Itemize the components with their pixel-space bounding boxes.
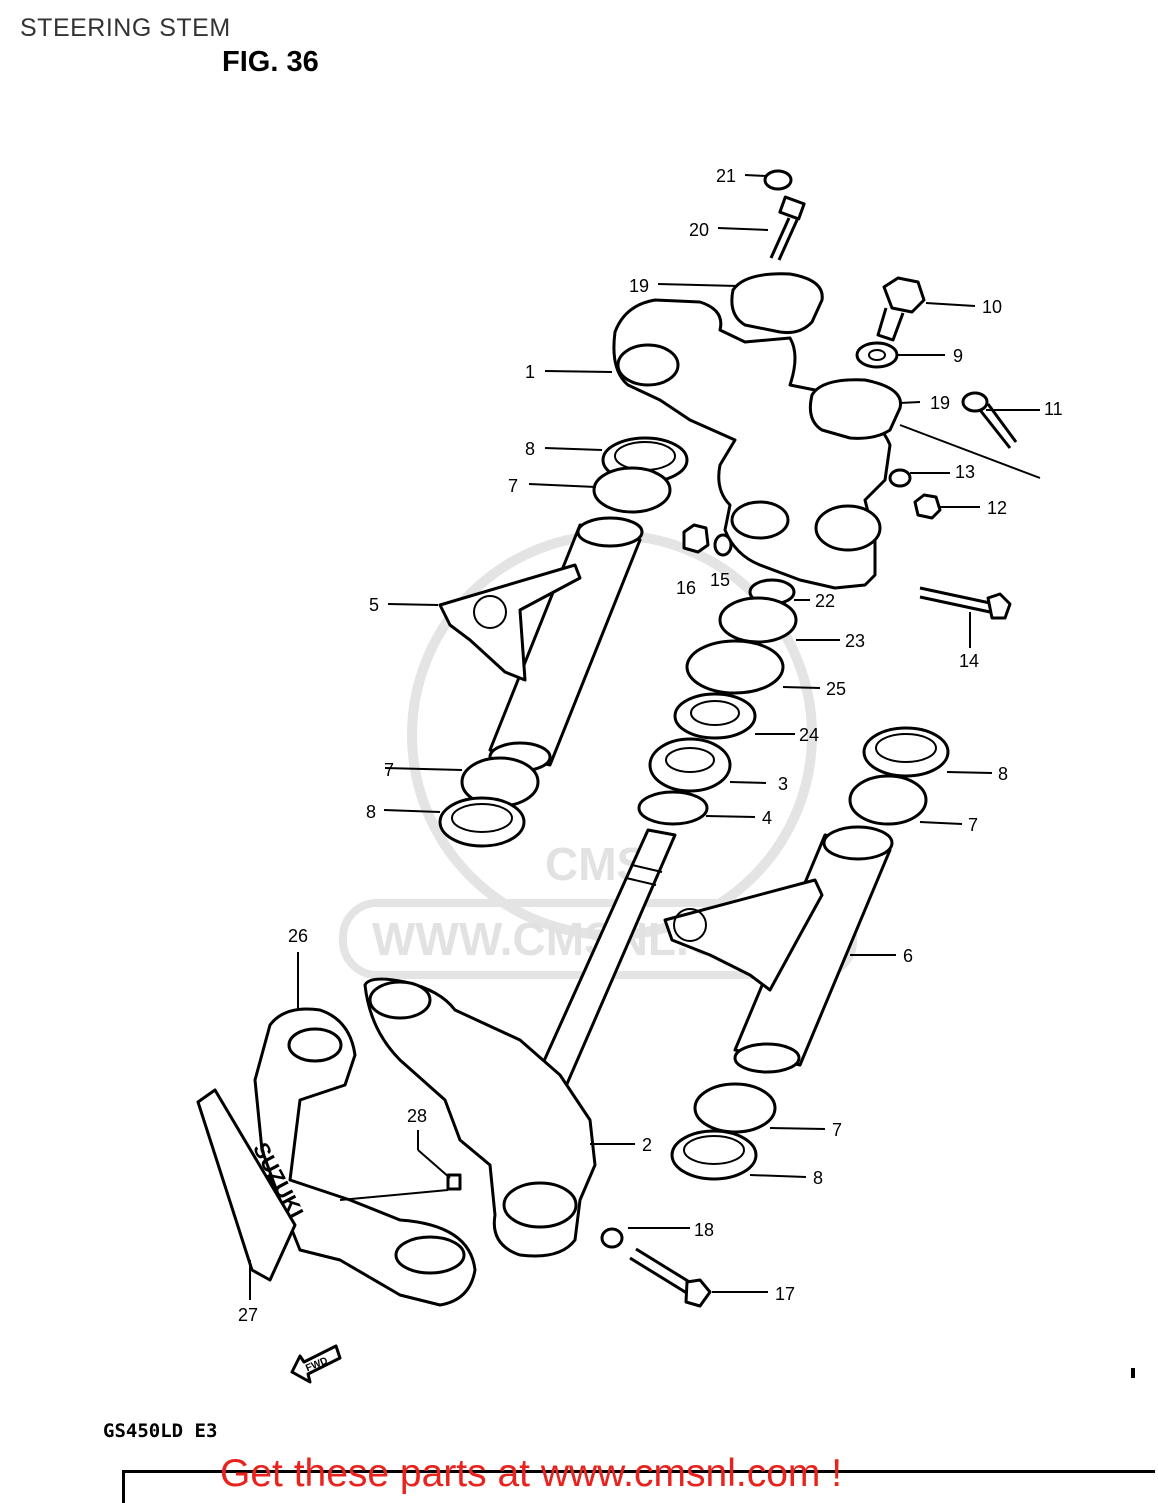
footer-link[interactable]: Get these parts at www.cmsnl.com ! <box>220 1452 843 1495</box>
model-code: GS450LD E3 <box>103 1420 218 1442</box>
part-15-washer <box>713 533 733 557</box>
part-11-bolt <box>961 391 1018 449</box>
part-10-bolt <box>876 276 926 342</box>
part-8-seal-right <box>862 726 950 778</box>
callout-12: 12 <box>987 498 1007 518</box>
callout-8-bottom: 8 <box>813 1168 823 1188</box>
callouts: 21 20 19 10 9 1 19 11 8 7 13 12 16 15 22… <box>238 166 1063 1325</box>
callout-6: 6 <box>903 946 913 966</box>
callout-7-right: 7 <box>968 815 978 835</box>
part-19-upper-holder <box>730 272 824 334</box>
callout-20: 20 <box>689 220 709 240</box>
next-section-strip <box>122 1470 1155 1503</box>
fwd-arrow-icon: FWD <box>290 1344 342 1384</box>
part-6-lamp-bracket <box>663 825 894 1074</box>
part-26-fork-brace <box>253 1007 477 1307</box>
callout-4: 4 <box>762 808 772 828</box>
callout-8-lower-left: 8 <box>366 802 376 822</box>
part-9-washer <box>855 341 899 369</box>
part-2-lower-bracket <box>363 977 597 1258</box>
part-17-bolt <box>629 1247 712 1308</box>
callout-19-lower: 19 <box>930 393 950 413</box>
callout-2: 2 <box>642 1135 652 1155</box>
callout-27: 27 <box>238 1305 258 1325</box>
part-23-nut <box>718 596 798 644</box>
part-7-ring-right <box>848 774 928 826</box>
callout-13: 13 <box>955 462 975 482</box>
callout-24: 24 <box>799 725 819 745</box>
part-14-bolt <box>919 586 1012 620</box>
callout-21: 21 <box>716 166 736 186</box>
callout-10: 10 <box>982 297 1002 317</box>
callout-1: 1 <box>525 362 535 382</box>
part-21-cap <box>763 169 793 191</box>
callout-3: 3 <box>778 774 788 794</box>
callout-28: 28 <box>407 1106 427 1126</box>
part-18-washer <box>600 1227 624 1249</box>
callout-7-upper-left: 7 <box>508 476 518 496</box>
part-13-washer <box>888 468 912 488</box>
callout-19-upper: 19 <box>629 276 649 296</box>
callout-9: 9 <box>953 346 963 366</box>
part-20-bolt <box>769 195 806 261</box>
callout-7-lower-left: 7 <box>384 760 394 780</box>
part-28-clip <box>446 1173 462 1191</box>
part-12-nut <box>913 493 942 520</box>
callout-22: 22 <box>815 591 835 611</box>
callout-17: 17 <box>775 1284 795 1304</box>
part-24-bearing-race <box>673 692 757 740</box>
figure-label: FIG. 36 <box>222 46 319 78</box>
page-title: STEERING STEM <box>20 14 231 42</box>
callout-16: 16 <box>676 578 696 598</box>
part-3-bearing <box>648 737 732 793</box>
part-8-seal-lower-left <box>438 796 526 848</box>
leader-lines <box>249 174 1041 1300</box>
callout-18: 18 <box>694 1220 714 1240</box>
part-5-lamp-bracket <box>438 516 644 773</box>
edge-mark <box>1131 1368 1135 1378</box>
callout-7-bottom: 7 <box>832 1120 842 1140</box>
callout-14: 14 <box>959 651 979 671</box>
callout-15: 15 <box>710 570 730 590</box>
callout-26: 26 <box>288 926 308 946</box>
callout-23: 23 <box>845 631 865 651</box>
callout-11: 11 <box>1044 399 1063 419</box>
callout-8-upper-left: 8 <box>525 439 535 459</box>
fwd-label: FWD <box>304 1356 329 1375</box>
part-7-ring-upper-left <box>592 466 672 514</box>
part-8-seal-bottom <box>670 1129 758 1181</box>
callout-25: 25 <box>826 679 846 699</box>
callout-5: 5 <box>369 595 379 615</box>
part-7-ring-bottom <box>693 1082 777 1134</box>
part-16-nut <box>682 523 710 554</box>
part-19-lower-holder <box>808 378 903 440</box>
part-4-race <box>637 790 709 826</box>
callout-8-right: 8 <box>998 764 1008 784</box>
part-25-cover <box>685 639 785 695</box>
